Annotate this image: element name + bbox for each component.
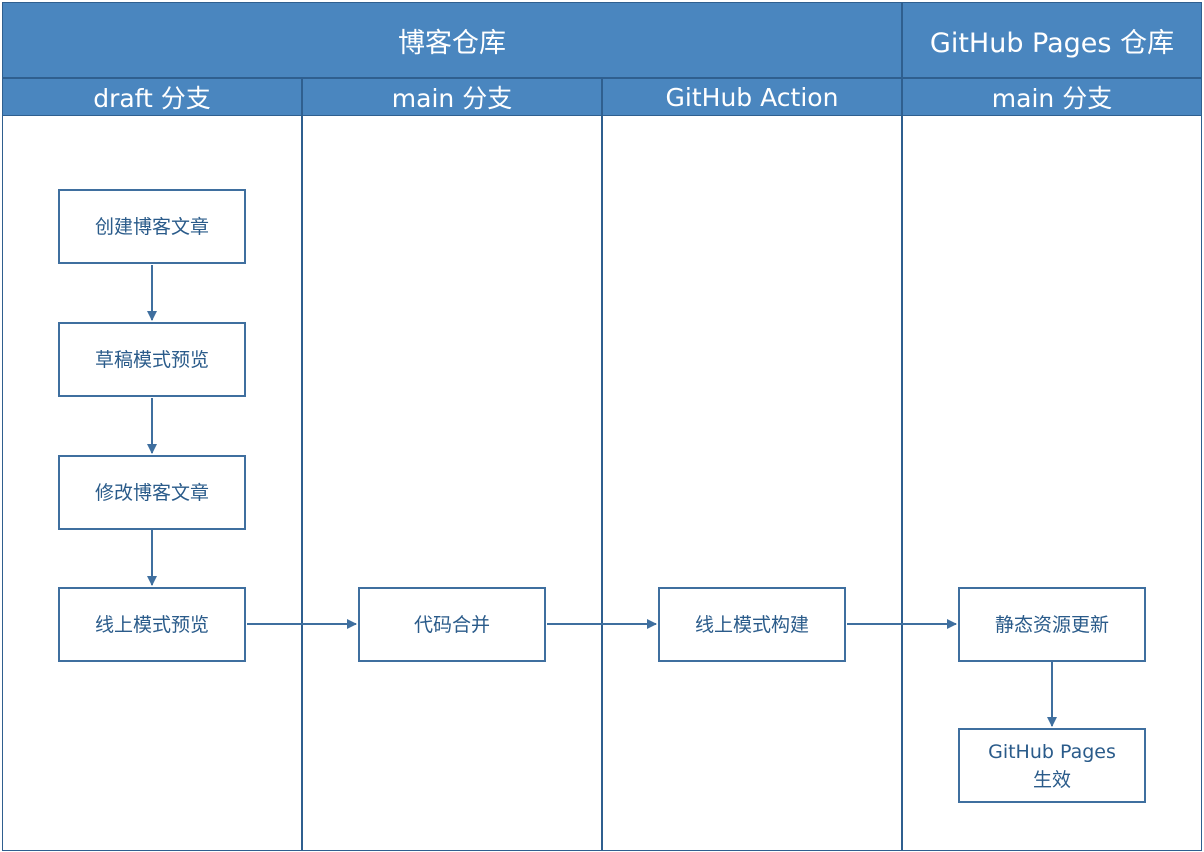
- node-modify-article: 修改博客文章: [58, 455, 246, 530]
- lane-header-action: GitHub Action: [602, 78, 902, 116]
- node-code-merge: 代码合并: [358, 587, 546, 662]
- node-pages-effect: GitHub Pages 生效: [958, 728, 1146, 803]
- header-blog-repo: 博客仓库: [2, 2, 902, 78]
- lane-header-draft: draft 分支: [2, 78, 302, 116]
- node-static-update: 静态资源更新: [958, 587, 1146, 662]
- node-create-article: 创建博客文章: [58, 189, 246, 264]
- lane-header-label: main 分支: [391, 84, 513, 113]
- node-online-build: 线上模式构建: [658, 587, 846, 662]
- lane-header-label: main 分支: [991, 84, 1113, 113]
- node-draft-preview: 草稿模式预览: [58, 322, 246, 397]
- node-label: 修改博客文章: [94, 481, 209, 504]
- lane-header-label: draft 分支: [93, 84, 211, 113]
- node-label: 线上模式构建: [694, 613, 809, 636]
- node-online-preview: 线上模式预览: [58, 587, 246, 662]
- header-blog-repo-label: 博客仓库: [398, 27, 506, 59]
- node-label-line1: GitHub Pages: [988, 740, 1116, 763]
- node-label: 静态资源更新: [994, 613, 1109, 636]
- node-label: 草稿模式预览: [94, 348, 209, 371]
- node-label: 代码合并: [413, 613, 490, 636]
- lane-header-main: main 分支: [302, 78, 602, 116]
- lane-action: [602, 116, 902, 851]
- node-label: 线上模式预览: [94, 613, 209, 636]
- header-pages-repo: GitHub Pages 仓库: [902, 2, 1202, 78]
- lane-main: [302, 116, 602, 851]
- lane-header-label: GitHub Action: [665, 82, 839, 112]
- header-pages-repo-label: GitHub Pages 仓库: [929, 27, 1175, 59]
- lane-header-pages-main: main 分支: [902, 78, 1202, 116]
- node-label-line2: 生效: [1032, 768, 1071, 791]
- node-label: 创建博客文章: [94, 215, 209, 238]
